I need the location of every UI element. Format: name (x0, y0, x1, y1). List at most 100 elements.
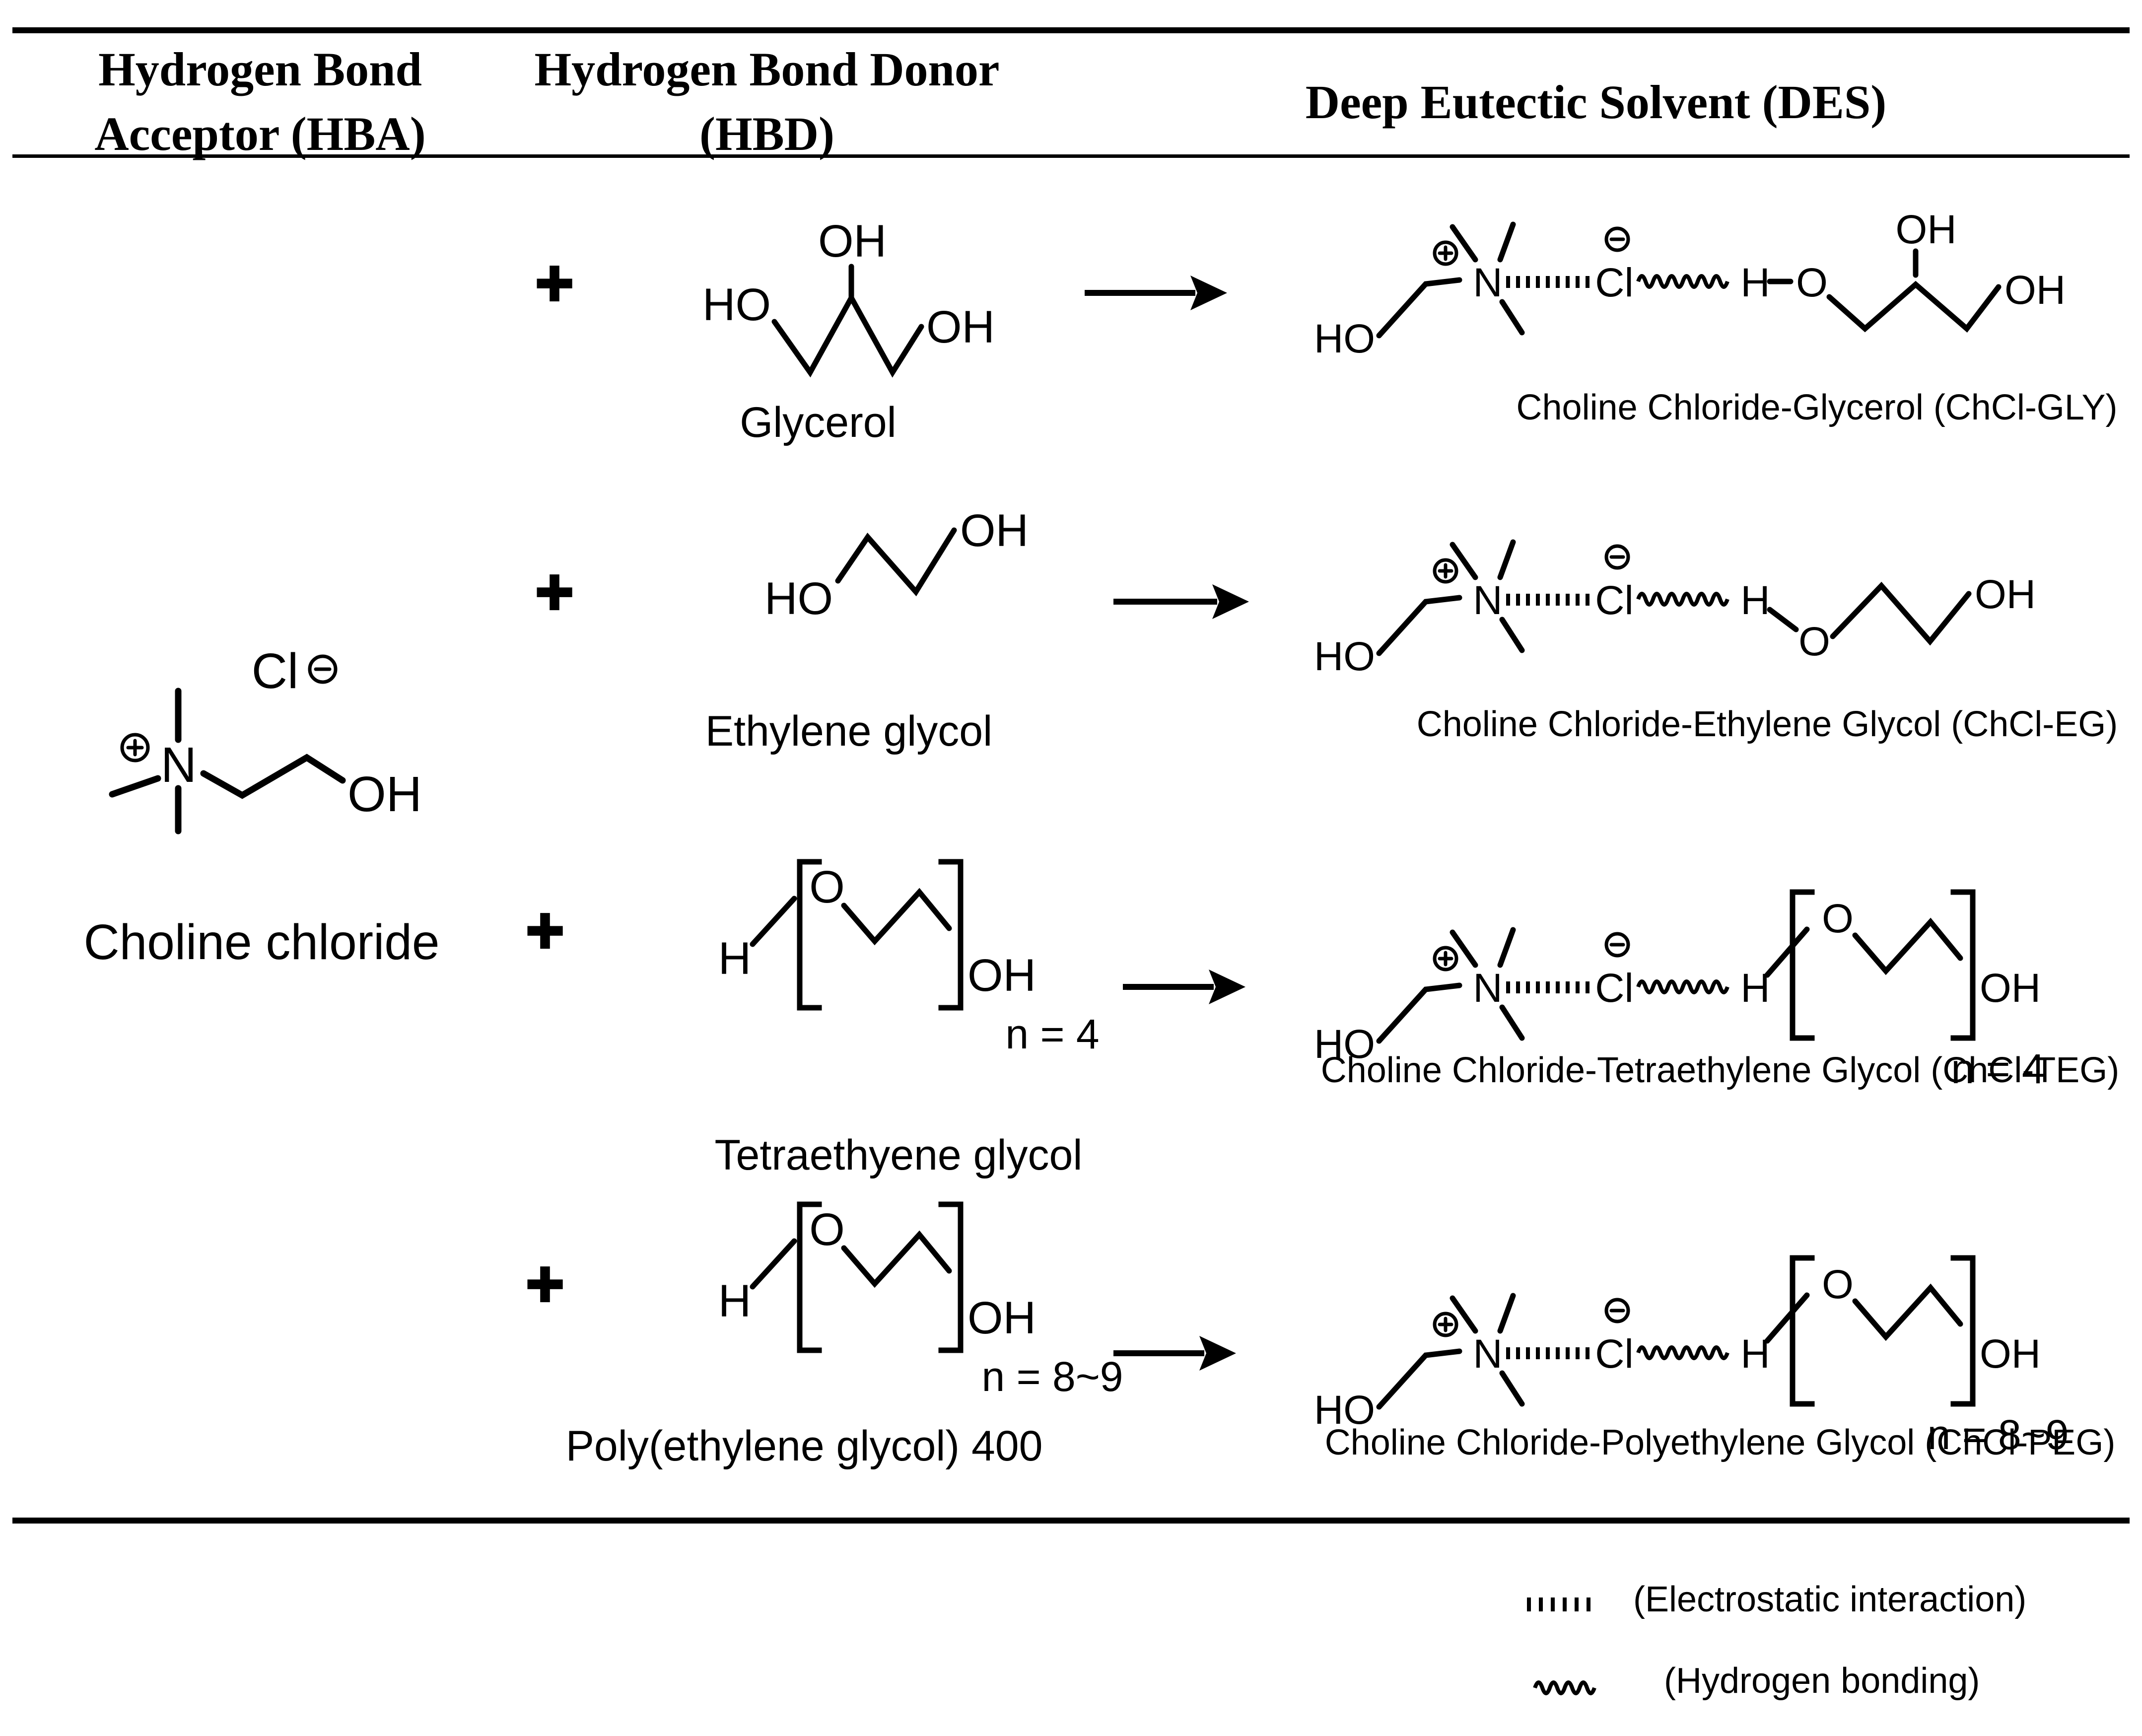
atom-ho: HO (764, 573, 833, 624)
table-top-border (12, 27, 2130, 33)
minus-charge-icon (1604, 1298, 1630, 1323)
des-structure-chcl-eg: HO N Cl H O OH (1314, 539, 2036, 679)
atom-h: H (1740, 966, 1770, 1011)
legend-hydrogen-label: (Hydrogen bonding) (1664, 1661, 1980, 1701)
bond-chain (1376, 595, 1462, 656)
bond-methyl (1450, 542, 1478, 580)
hydrogen-bond-wavy (1636, 274, 1729, 289)
atom-h: H (1740, 260, 1770, 305)
bond-methyl (1450, 929, 1478, 968)
atom-ho: HO (1314, 1388, 1375, 1433)
des-label-chcl-teg: Choline Chloride-Tetraethylene Glycol (C… (1321, 1050, 2120, 1090)
bond-methyl (1497, 1293, 1516, 1334)
minus-charge-icon (1604, 226, 1630, 252)
repeat-count-label: n = 4 (1951, 1045, 2045, 1092)
hbd-structure-tetraethylene-glycol: H O OH n = 4 (718, 859, 1100, 1057)
bond-methyl (1450, 1295, 1478, 1334)
des-structure-chcl-peg: HO N Cl H O OH n = 8~9 (1314, 1255, 2069, 1458)
atom-oh: OH (967, 950, 1036, 1001)
bond-chain (1376, 277, 1462, 339)
bond-methyl (1497, 539, 1516, 580)
atom-n: N (1473, 578, 1502, 623)
atom-oh: OH (1975, 572, 2036, 617)
electrostatic-interaction-symbol (1527, 1597, 1590, 1611)
des-structure-chcl-gly: HO N Cl H O OH OH (1314, 207, 2066, 361)
plus-charge-icon (1433, 558, 1458, 584)
bond-chain (1376, 1348, 1462, 1410)
des-label-chcl-eg: Choline Chloride-Ethylene Glycol (ChCl-E… (1417, 704, 2118, 744)
electrostatic-interaction-bond (1506, 594, 1589, 606)
bond-methyl (1450, 224, 1478, 263)
atom-h: H (1740, 578, 1770, 623)
hba-label: Choline chloride (83, 914, 439, 970)
atom-cl: Cl (252, 643, 298, 699)
electrostatic-interaction-bond (1506, 276, 1589, 288)
atom-n: N (161, 737, 197, 793)
hbd-structure-peg-400: H O OH n = 8~9 (718, 1201, 1123, 1400)
bond-zigzag (771, 292, 924, 378)
repeat-count-label: n = 4 (1005, 1011, 1099, 1057)
hbd-label-ethylene-glycol: Ethylene glycol (705, 707, 992, 755)
atom-oh-right: OH (926, 302, 995, 352)
plus-charge-icon (1433, 946, 1458, 972)
hydrogen-bonding-symbol (1533, 1680, 1596, 1695)
bond-zigzag (1852, 917, 1963, 975)
atom-n: N (1473, 966, 1502, 1011)
repeat-count-label: n = 8~9 (982, 1353, 1123, 1400)
legend: (Electrostatic interaction) (Hydrogen bo… (1527, 1580, 2026, 1701)
repeat-count-label: n = 8~9 (1928, 1411, 2069, 1458)
atom-ho-left: HO (702, 279, 771, 330)
table-bottom-border (12, 1518, 2130, 1524)
atom-o: O (1796, 260, 1828, 305)
reaction-arrow-icon (1085, 276, 1227, 310)
des-label-chcl-gly: Choline Chloride-Glycerol (ChCl-GLY) (1516, 388, 2117, 427)
minus-charge-icon (308, 654, 338, 684)
hbd-label-glycerol: Glycerol (740, 399, 896, 446)
plus-charge-icon (1433, 240, 1458, 266)
bond-h-o (1767, 607, 1799, 632)
hydrogen-bond-wavy (1636, 979, 1729, 994)
hbd-label-tetraethylene-glycol: Tetraethyene glycol (715, 1131, 1083, 1179)
hydrogen-bond-wavy (1636, 592, 1729, 607)
bond-zigzag (841, 888, 952, 946)
bond-methyl (1499, 299, 1525, 336)
atom-oh: OH (967, 1293, 1036, 1343)
bond-h (1764, 926, 1810, 978)
plus-sign: + (535, 246, 573, 319)
atom-oh-top: OH (818, 216, 887, 267)
atom-oh: OH (1980, 966, 2041, 1011)
atom-oh-right: OH (2004, 268, 2066, 313)
atom-oh: OH (960, 505, 1029, 556)
bond-zigzag (1826, 280, 2002, 333)
atom-cl: Cl (1595, 966, 1633, 1011)
bond-h (750, 896, 797, 947)
bond-methyl (1497, 221, 1516, 263)
bond-zigzag (841, 1230, 952, 1288)
atom-h: H (718, 933, 751, 984)
bond-chain (1376, 982, 1462, 1044)
bracket-close (938, 859, 964, 1011)
hbd-structure-ethylene-glycol: HO OH (764, 505, 1029, 624)
atom-h: H (1740, 1331, 1770, 1377)
electrostatic-interaction-bond (1506, 1347, 1589, 1359)
bond-zigzag (835, 527, 957, 597)
electrostatic-interaction-bond (1506, 981, 1589, 993)
bond-h (750, 1238, 797, 1290)
atom-ho: HO (1314, 634, 1375, 679)
header-hbd-line1: Hydrogen Bond Donor (534, 43, 999, 96)
bond-methyl-left (109, 775, 161, 798)
bracket-close (938, 1201, 964, 1353)
header-des: Deep Eutectic Solvent (DES) (1306, 75, 1887, 129)
minus-charge-icon (1604, 544, 1630, 570)
hba-structure-choline-chloride: Cl N OH Choline chloride (83, 643, 439, 970)
atom-o: O (1822, 1262, 1854, 1307)
plus-sign: + (526, 1247, 564, 1320)
hbd-label-peg-400: Poly(ethylene glycol) 400 (566, 1422, 1043, 1470)
bracket-open (1790, 889, 1815, 1041)
atom-oh-top: OH (1896, 207, 1957, 252)
reaction-arrow-icon (1113, 1336, 1236, 1371)
plus-sign: + (535, 555, 573, 628)
bond-zigzag (1830, 581, 1972, 646)
bond-methyl (1499, 1004, 1525, 1041)
